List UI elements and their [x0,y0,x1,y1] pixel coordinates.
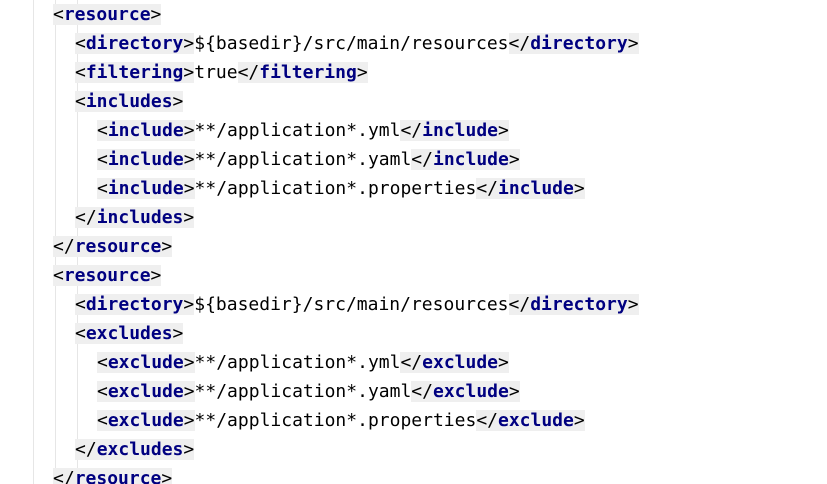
code-line[interactable]: <directory>${basedir}/src/main/resources… [0,290,639,319]
code-line[interactable]: </excludes> [0,435,639,464]
code-line[interactable]: </resource> [0,464,639,484]
xml-text: ${basedir}/src/main/resources [194,33,509,54]
xml-open-tag: <exclude> [97,410,195,431]
xml-close-tag: </exclude> [476,410,585,431]
code-line[interactable]: <include>**/application*.properties</inc… [0,174,639,203]
code-line[interactable]: <exclude>**/application*.properties</exc… [0,406,639,435]
code-lines: <resource> <directory>${basedir}/src/mai… [0,0,639,484]
xml-open-tag: <exclude> [97,352,195,373]
xml-close-tag: </directory> [508,294,639,315]
xml-close-tag: </resource> [53,236,173,257]
code-line[interactable]: <includes> [0,87,639,116]
xml-close-tag: </include> [476,178,585,199]
xml-close-tag: </filtering> [237,62,368,83]
xml-text: **/application*.yaml [194,149,412,170]
xml-text: **/application*.yml [194,352,401,373]
xml-close-tag: </directory> [508,33,639,54]
xml-open-tag: <include> [97,178,195,199]
code-line[interactable]: <include>**/application*.yaml</include> [0,145,639,174]
xml-close-tag: </exclude> [411,381,520,402]
xml-open-tag: <exclude> [97,381,195,402]
xml-close-tag: </resource> [53,468,173,484]
xml-open-tag: <includes> [75,91,184,112]
xml-text: true [194,62,238,83]
xml-open-tag: <filtering> [75,62,195,83]
xml-text: ${basedir}/src/main/resources [194,294,509,315]
xml-close-tag: </include> [411,149,520,170]
code-line[interactable]: <exclude>**/application*.yaml</exclude> [0,377,639,406]
code-line[interactable]: <filtering>true</filtering> [0,58,639,87]
xml-open-tag: <directory> [75,33,195,54]
xml-text: **/application*.properties [194,410,477,431]
xml-open-tag: <include> [97,149,195,170]
code-line[interactable]: <exclude>**/application*.yml</exclude> [0,348,639,377]
code-line[interactable]: <include>**/application*.yml</include> [0,116,639,145]
xml-open-tag: <directory> [75,294,195,315]
code-line[interactable]: <excludes> [0,319,639,348]
code-line[interactable]: <resource> [0,0,639,29]
xml-close-tag: </exclude> [400,352,509,373]
code-line[interactable]: </resource> [0,232,639,261]
xml-open-tag: <resource> [53,265,162,286]
xml-text: **/application*.yml [194,120,401,141]
xml-open-tag: <include> [97,120,195,141]
xml-open-tag: <resource> [53,4,162,25]
indent-guide [33,0,34,484]
xml-close-tag: </includes> [75,207,195,228]
xml-close-tag: </include> [400,120,509,141]
code-line[interactable]: <resource> [0,261,639,290]
xml-text: **/application*.properties [194,178,477,199]
xml-open-tag: <excludes> [75,323,184,344]
xml-close-tag: </excludes> [75,439,195,460]
xml-text: **/application*.yaml [194,381,412,402]
code-line[interactable]: <directory>${basedir}/src/main/resources… [0,29,639,58]
code-line[interactable]: </includes> [0,203,639,232]
